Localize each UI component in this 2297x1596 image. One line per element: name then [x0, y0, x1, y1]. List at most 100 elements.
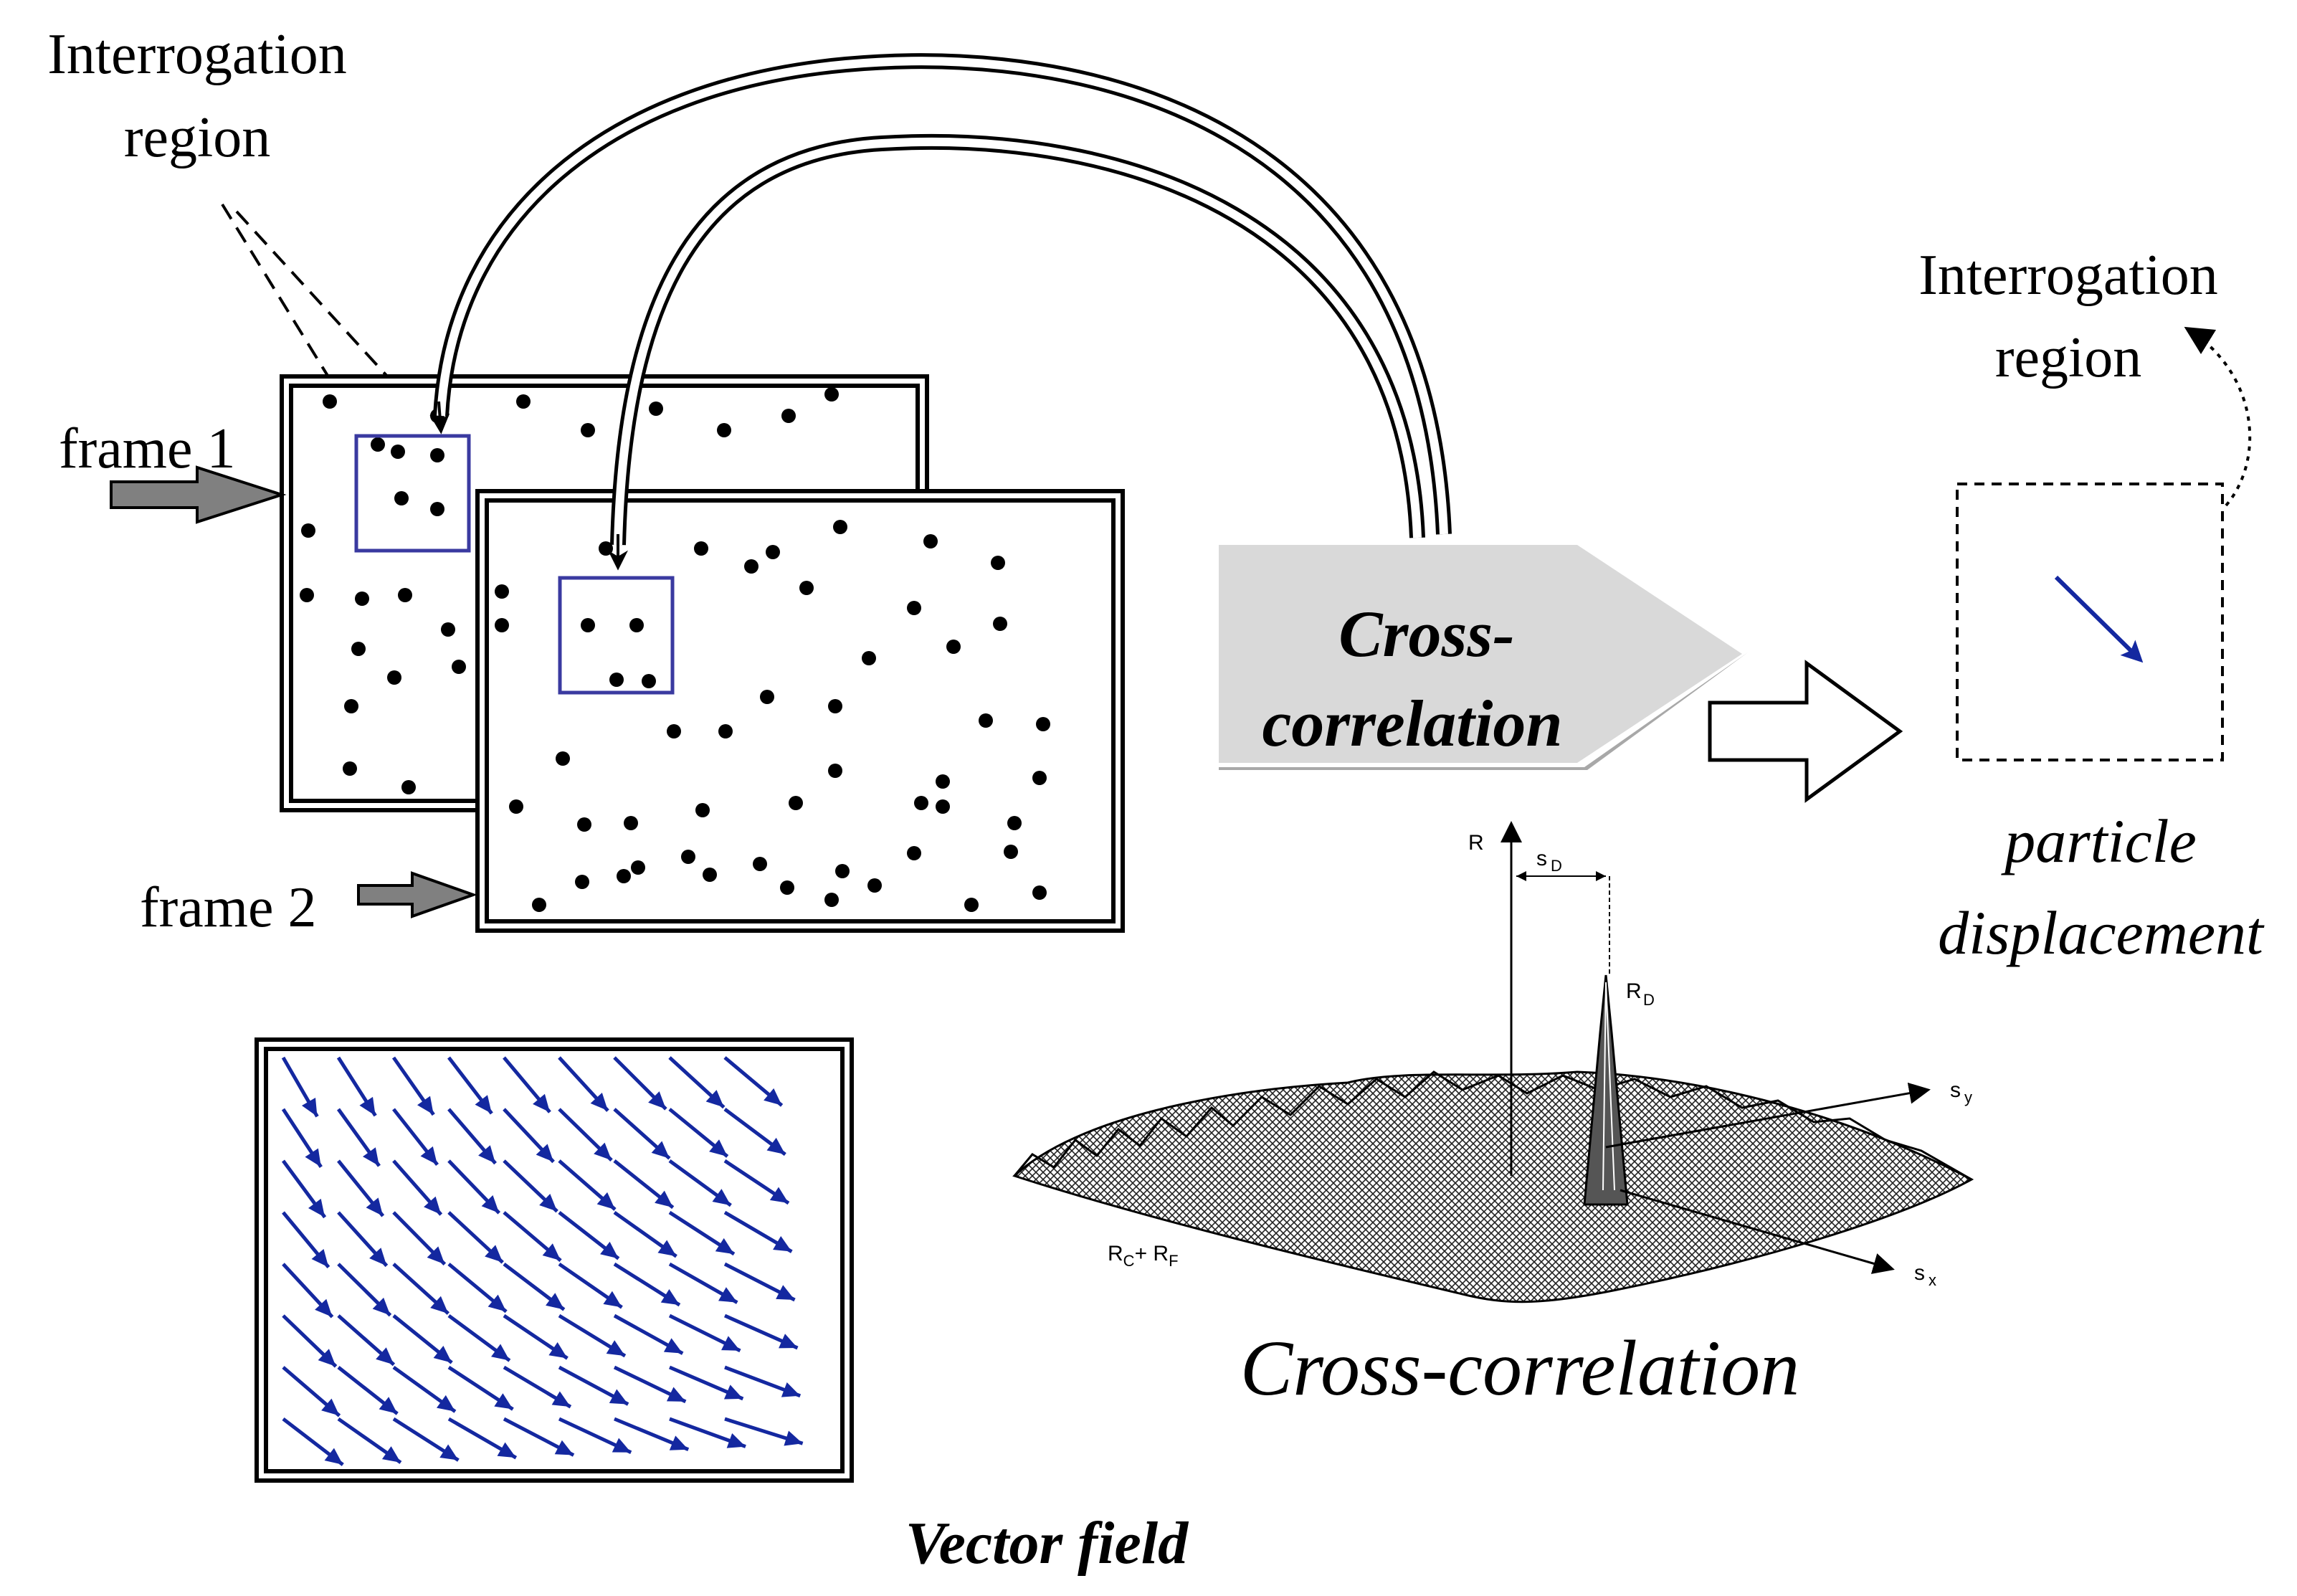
particle	[835, 864, 850, 878]
vector-arrowhead	[551, 1391, 571, 1407]
interrogation-text: Interrogation	[47, 23, 347, 86]
cross-correlation-caption: Cross-correlation	[1240, 1324, 1799, 1412]
vector-arrowhead	[594, 1142, 612, 1161]
vector-arrowhead	[494, 1393, 513, 1410]
particle	[1004, 845, 1018, 859]
correlation-peak	[1583, 974, 1629, 1206]
particle	[862, 651, 876, 665]
particle	[343, 761, 357, 776]
arc-inner	[608, 133, 1425, 571]
particle	[907, 846, 921, 860]
correlation-plot: R s D R D s y s x RC+ RF	[1012, 821, 1974, 1303]
particle	[323, 394, 337, 409]
vector-arrowhead	[776, 1285, 795, 1301]
vector-arrowhead	[712, 1189, 731, 1206]
vector-arrowhead	[301, 1097, 318, 1117]
vector-arrowhead	[542, 1243, 561, 1261]
vector-arrowhead	[430, 1296, 449, 1314]
arc-outer	[429, 53, 1452, 535]
particle	[703, 868, 717, 882]
vector-arrowhead	[612, 1438, 632, 1453]
vector-arrowhead	[311, 1248, 329, 1268]
vector-arrowhead	[784, 1430, 803, 1446]
sx-axis	[1620, 1189, 1895, 1274]
region-right-text: region	[1995, 326, 2141, 389]
particle	[760, 690, 774, 704]
vector-arrowhead	[533, 1093, 550, 1113]
vector-arrowhead	[321, 1398, 340, 1416]
displacement-region-box	[1956, 483, 2224, 761]
vector-arrowhead	[669, 1435, 689, 1450]
particle	[744, 559, 758, 574]
sd-label-sub: D	[1551, 857, 1562, 875]
particle	[624, 816, 638, 830]
vector-arrowhead	[705, 1090, 724, 1108]
vector-arrowhead	[359, 1096, 376, 1116]
particle	[495, 618, 509, 632]
vector-arrowhead	[546, 1293, 564, 1310]
sy-label-sub: y	[1964, 1088, 1972, 1106]
region-text: region	[124, 106, 270, 169]
particle	[398, 588, 412, 602]
particle	[781, 409, 796, 423]
frame-2-particles	[495, 520, 1050, 912]
particle	[993, 617, 1007, 631]
particle	[1007, 816, 1022, 830]
particle	[718, 724, 733, 738]
particle	[914, 796, 928, 810]
vector-arrowhead	[648, 1091, 666, 1109]
banner-text-line2: correlation	[1262, 687, 1562, 760]
vector-field-caption: Vector field	[905, 1510, 1189, 1577]
vector-arrowhead	[485, 1245, 503, 1263]
particle	[355, 592, 369, 606]
vector-arrowhead	[478, 1145, 496, 1164]
particle	[1036, 717, 1050, 731]
particle	[371, 437, 385, 452]
vector-arrowhead	[433, 1345, 452, 1363]
particle	[1032, 885, 1047, 900]
particle	[649, 402, 663, 416]
particle	[964, 898, 979, 912]
surface-ridge	[1013, 1070, 1972, 1181]
particle-text: particle	[2000, 807, 2197, 875]
vector-arrowhead	[657, 1240, 677, 1257]
particle	[828, 764, 842, 778]
particle	[629, 618, 644, 632]
particle	[581, 618, 595, 632]
particle	[394, 491, 409, 505]
particle	[556, 751, 570, 766]
frame-1-interrogation-box	[354, 434, 471, 553]
result-arrow	[1708, 660, 1903, 803]
vector-arrowhead	[715, 1238, 734, 1255]
particle	[695, 803, 710, 817]
cross-correlation-banner: Cross- correlation	[1219, 545, 1748, 770]
rc-rf-label: RC+ RF	[1108, 1242, 1179, 1270]
frame-2-label: frame 2	[140, 876, 317, 939]
particle	[387, 670, 401, 685]
particle	[642, 674, 656, 688]
vector-arrowhead	[318, 1349, 336, 1367]
particle	[867, 878, 882, 893]
vector-arrowhead	[324, 1448, 343, 1465]
interrogation-right-text: Interrogation	[1918, 244, 2218, 307]
particle	[391, 445, 405, 459]
particle	[452, 660, 466, 674]
frame-1-arrow	[110, 465, 287, 524]
particle	[824, 893, 839, 907]
particle	[344, 699, 358, 713]
vector-arrowhead	[603, 1291, 622, 1308]
particle	[946, 640, 961, 654]
particle	[581, 423, 595, 437]
particle	[667, 724, 681, 738]
particle	[631, 860, 645, 875]
particle	[516, 394, 531, 409]
vector-arrowhead	[718, 1287, 738, 1303]
particle	[617, 869, 631, 883]
vector-arrowhead	[427, 1246, 445, 1265]
particle	[828, 699, 842, 713]
vector-arrowhead	[660, 1289, 680, 1306]
vector-arrowhead	[709, 1139, 728, 1156]
rd-label-sub: D	[1643, 991, 1655, 1009]
particle	[301, 523, 315, 538]
vector-arrowhead	[666, 1387, 686, 1402]
